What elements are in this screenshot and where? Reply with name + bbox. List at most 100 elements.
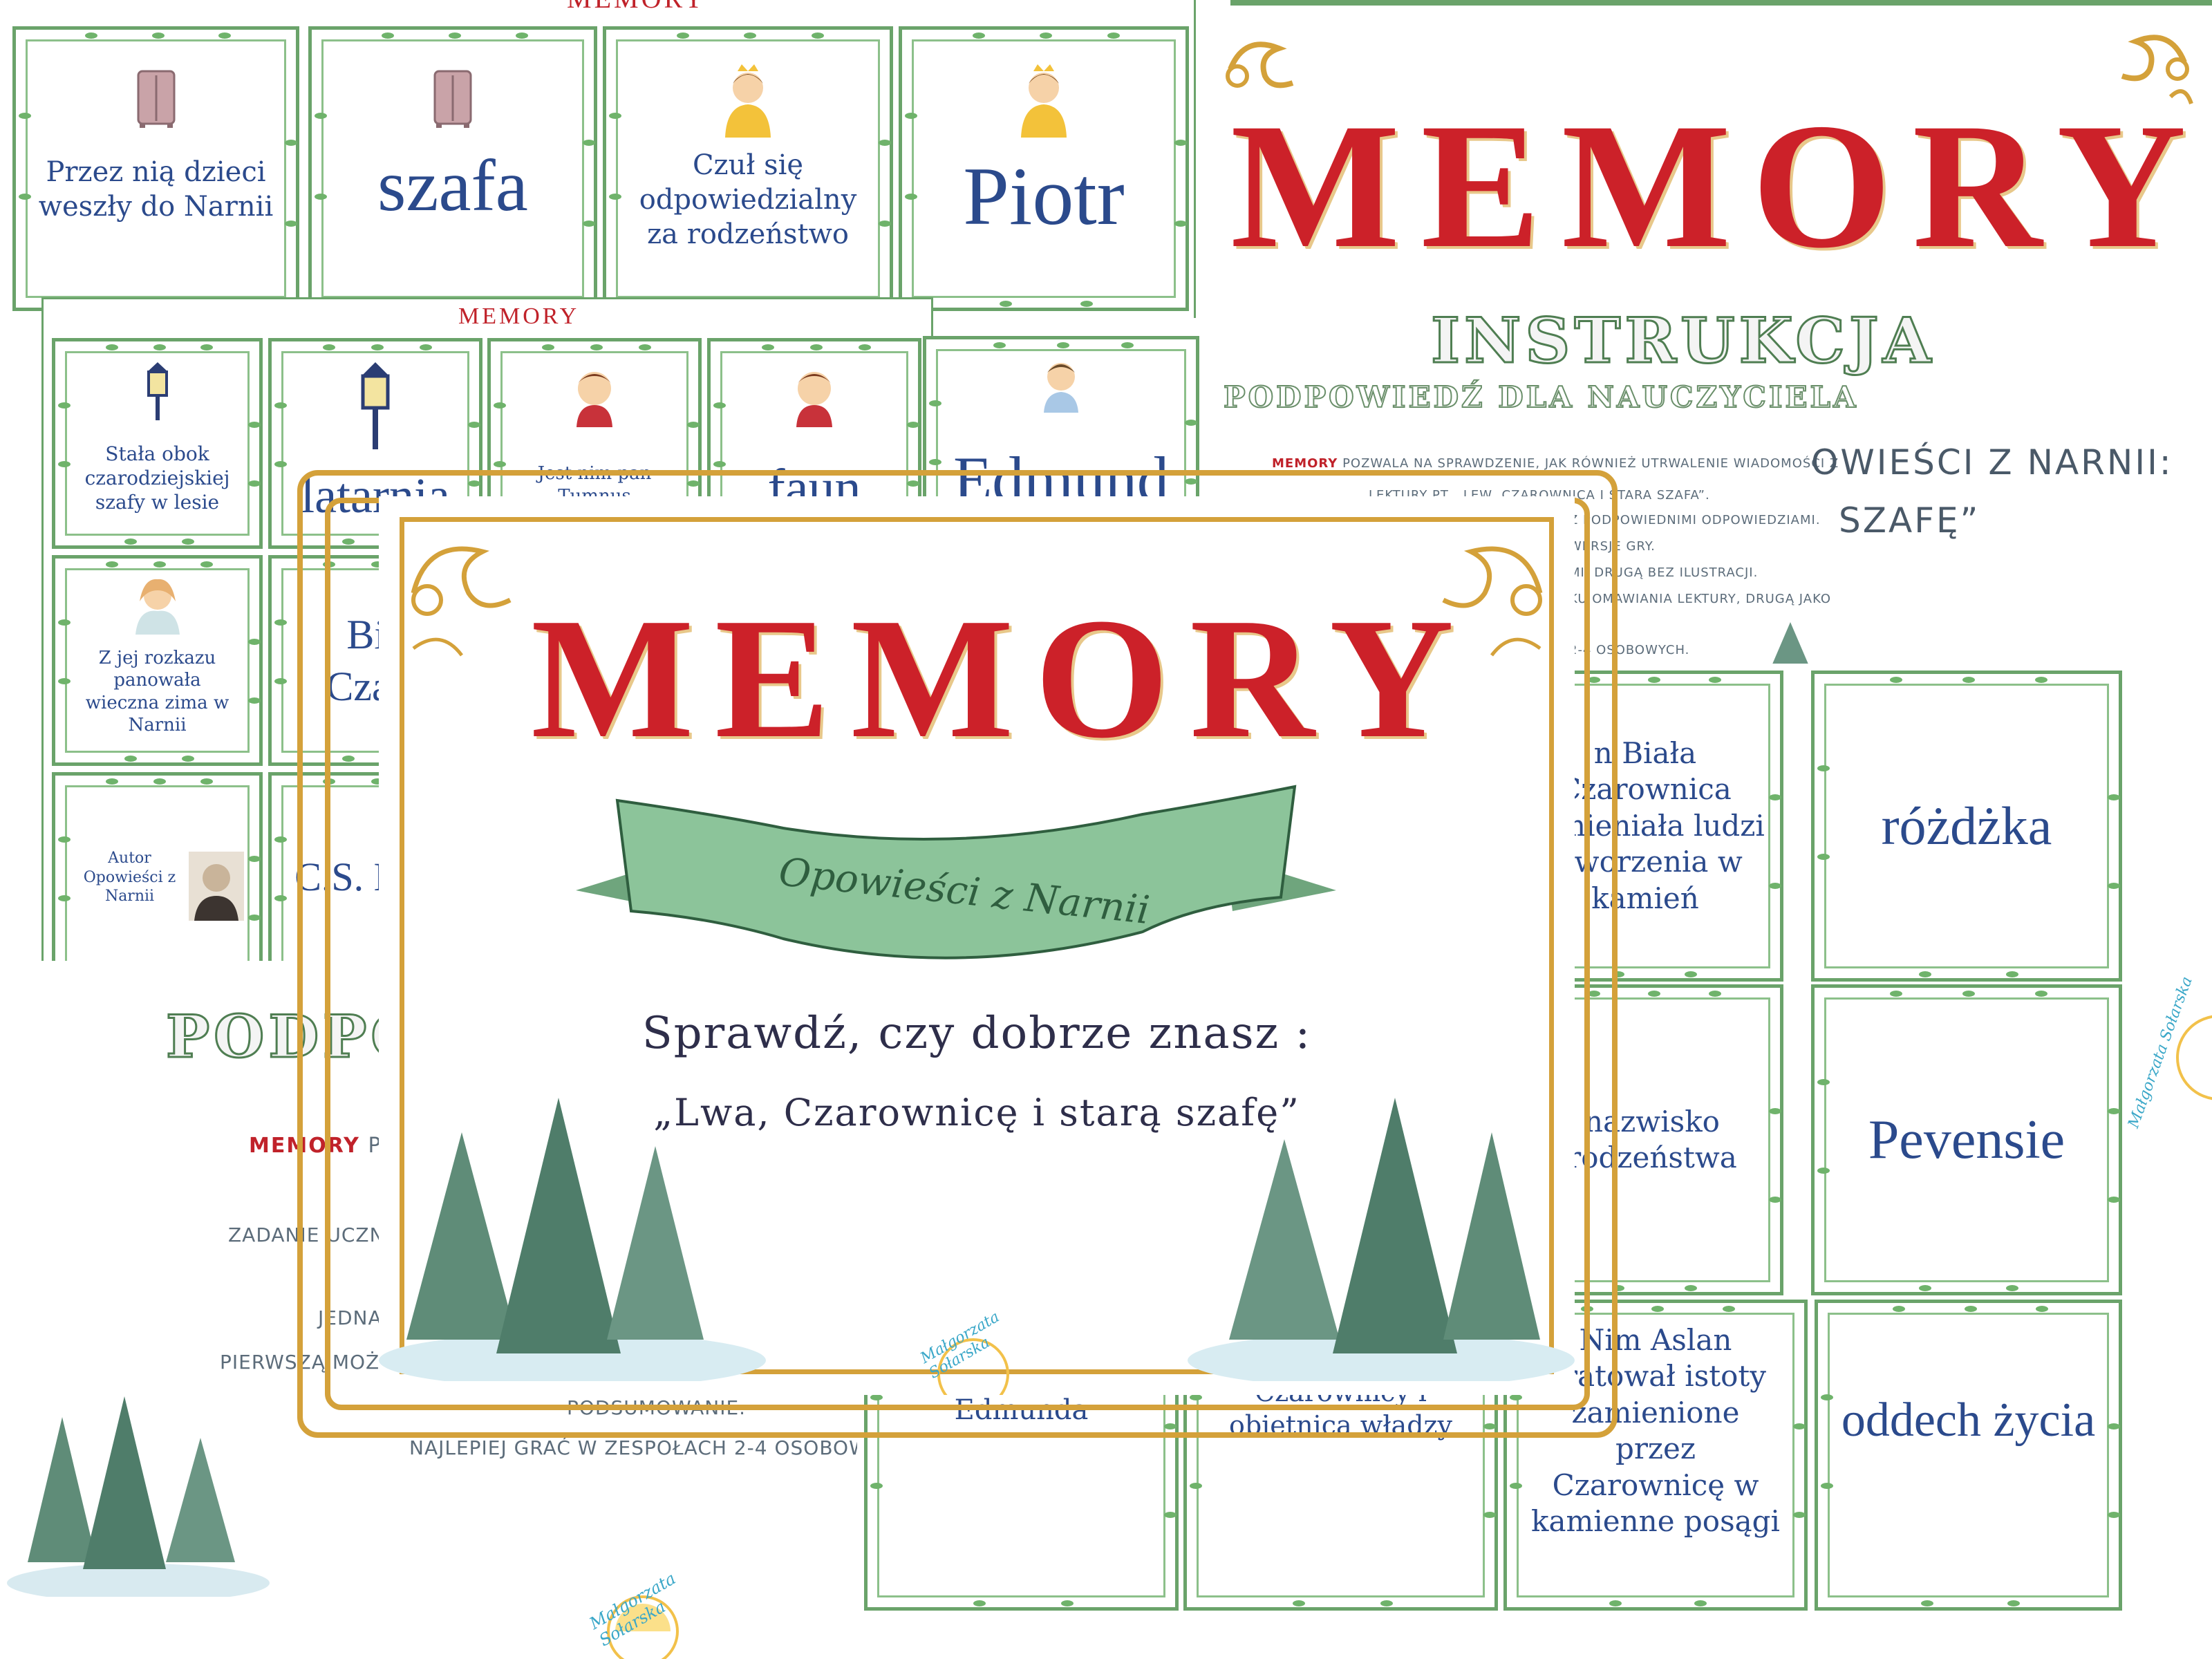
leaf-decoration-icon	[2007, 1600, 2020, 1606]
leaf-decoration-icon	[516, 32, 528, 39]
leaf-decoration-icon	[468, 480, 480, 487]
leaf-decoration-icon	[1821, 1482, 1833, 1489]
leaf-decoration-icon	[58, 894, 71, 901]
leaf-decoration-icon	[1164, 1423, 1177, 1430]
gold-flourish-icon	[1226, 41, 1294, 88]
leaf-decoration-icon	[494, 402, 506, 409]
cover-title: MEMORY	[531, 583, 1475, 774]
leaf-decoration-icon	[1510, 1482, 1522, 1489]
wardrobe-icon	[137, 70, 175, 128]
sheet-edge	[1230, 0, 2212, 6]
leaf-decoration-icon	[1890, 677, 1902, 683]
winter-trees-illustration	[1188, 1098, 1575, 1381]
leaf-decoration-icon	[1890, 991, 1902, 997]
leaf-decoration-icon	[1190, 1394, 1202, 1400]
leaf-decoration-icon	[1061, 1600, 1074, 1606]
instructions-heading: INSTRUKCJA	[1430, 303, 1936, 379]
card-text: oddech życia	[1841, 1394, 2096, 1447]
memory-card[interactable]: Z jej rozkazu panowała wieczna zima w Na…	[52, 555, 263, 766]
wardrobe-icon	[433, 70, 472, 128]
leaf-decoration-icon	[371, 561, 384, 568]
sheet-label: MEMORY	[567, 0, 706, 15]
leaf-decoration-icon	[2108, 794, 2120, 801]
leaf-decoration-icon	[323, 344, 335, 350]
leaf-decoration-icon	[687, 480, 700, 487]
leaf-decoration-icon	[2006, 971, 2018, 977]
leaf-decoration-icon	[19, 113, 31, 120]
cover-line1: Sprawdź, czy dobrze znasz :	[641, 1008, 1312, 1059]
leaf-decoration-icon	[1817, 853, 1830, 860]
leaf-decoration-icon	[200, 561, 214, 568]
leaf-decoration-icon	[274, 619, 287, 626]
leaf-decoration-icon	[248, 914, 261, 921]
leaf-decoration-icon	[879, 220, 891, 227]
leaf-decoration-icon	[19, 193, 31, 200]
instructions-line: ZADANIE UCZNI	[228, 1224, 391, 1246]
sheet-label: MEMORY	[458, 303, 580, 329]
memory-card[interactable]: Piotr	[899, 26, 1189, 311]
leaf-decoration-icon	[1057, 342, 1069, 348]
prince-icon	[1021, 64, 1067, 138]
leaf-decoration-icon	[1483, 1512, 1496, 1519]
leaf-decoration-icon	[929, 458, 941, 465]
leaf-decoration-icon	[2108, 1423, 2120, 1430]
leaf-decoration-icon	[973, 1600, 986, 1606]
instructions-brand-line: MEMORY POZWALA NA SPRAWDZENIE, JAK RÓWNI…	[1272, 456, 1839, 471]
leaf-decoration-icon	[274, 677, 287, 684]
leaf-decoration-icon	[1821, 1394, 1833, 1400]
leaf-decoration-icon	[2108, 883, 2120, 890]
leaf-decoration-icon	[342, 756, 355, 762]
leaf-decoration-icon	[1174, 140, 1187, 147]
leaf-decoration-icon	[1962, 991, 1975, 997]
leaf-decoration-icon	[609, 193, 621, 200]
leaf-decoration-icon	[1510, 1394, 1522, 1400]
leaf-decoration-icon	[315, 113, 327, 120]
leaf-decoration-icon	[859, 344, 871, 350]
leaf-decoration-icon	[342, 538, 355, 545]
cover-card[interactable]: MEMORY Opowieści z Narnii Sprawdź, czy d…	[379, 496, 1575, 1410]
instructions-title: MEMORY	[1230, 86, 2207, 285]
tree-illustration	[1770, 622, 1811, 671]
leaf-decoration-icon	[105, 778, 118, 785]
leaf-decoration-icon	[1708, 677, 1721, 683]
gold-corner-ornament-icon	[1442, 546, 1543, 657]
leaf-decoration-icon	[1587, 991, 1600, 997]
leaf-decoration-icon	[905, 113, 917, 120]
leaf-decoration-icon	[285, 220, 297, 227]
winter-trees-illustration	[379, 1098, 766, 1381]
leaf-decoration-icon	[58, 836, 71, 843]
leaf-decoration-icon	[1708, 991, 1721, 997]
memory-card[interactable]: różdżka	[1811, 671, 2122, 982]
leaf-decoration-icon	[58, 619, 71, 626]
memory-card[interactable]: Czuł się odpowiedzialny za rodzeństwo	[603, 26, 893, 311]
memory-card[interactable]: Przez nią dzieci weszły do Narnii	[12, 26, 299, 311]
leaf-decoration-icon	[1164, 1512, 1177, 1519]
instructions-line: WERSJE GRY.	[1569, 539, 1656, 554]
memory-card[interactable]: Autor Opowieści z Narnii	[52, 772, 263, 983]
leaf-decoration-icon	[1722, 1306, 1735, 1312]
tree-illustration	[7, 1396, 270, 1597]
instructions-big-line: SZAFĘ”	[1839, 500, 1980, 541]
memory-card[interactable]: Stała obok czarodziejskiej szafy w lesie	[52, 338, 263, 549]
leaf-decoration-icon	[181, 756, 194, 762]
leaf-decoration-icon	[371, 344, 384, 350]
leaf-decoration-icon	[676, 32, 689, 39]
memory-card[interactable]: oddech życia	[1815, 1300, 2122, 1611]
leaf-decoration-icon	[274, 402, 287, 409]
memory-card[interactable]: Pevensie	[1811, 984, 2122, 1295]
leaf-decoration-icon	[315, 193, 327, 200]
leaf-decoration-icon	[449, 32, 461, 39]
leaf-decoration-icon	[248, 697, 261, 704]
leaf-decoration-icon	[153, 344, 166, 350]
memory-card[interactable]: szafa	[308, 26, 597, 311]
instructions-subheading: PODPOWIEDŹ DLA NAUCZYCIELA	[1223, 379, 1859, 415]
leaf-decoration-icon	[1190, 1482, 1202, 1489]
card-text: Nim Aslan uratował istoty zamienione prz…	[1531, 1322, 1780, 1539]
leaf-decoration-icon	[1892, 1306, 1905, 1312]
leaf-decoration-icon	[181, 538, 194, 545]
leaf-decoration-icon	[1964, 1306, 1977, 1312]
leaf-decoration-icon	[1684, 971, 1697, 977]
gold-flourish-icon	[2121, 35, 2193, 105]
leaf-decoration-icon	[1919, 971, 1931, 977]
leaf-decoration-icon	[105, 561, 118, 568]
